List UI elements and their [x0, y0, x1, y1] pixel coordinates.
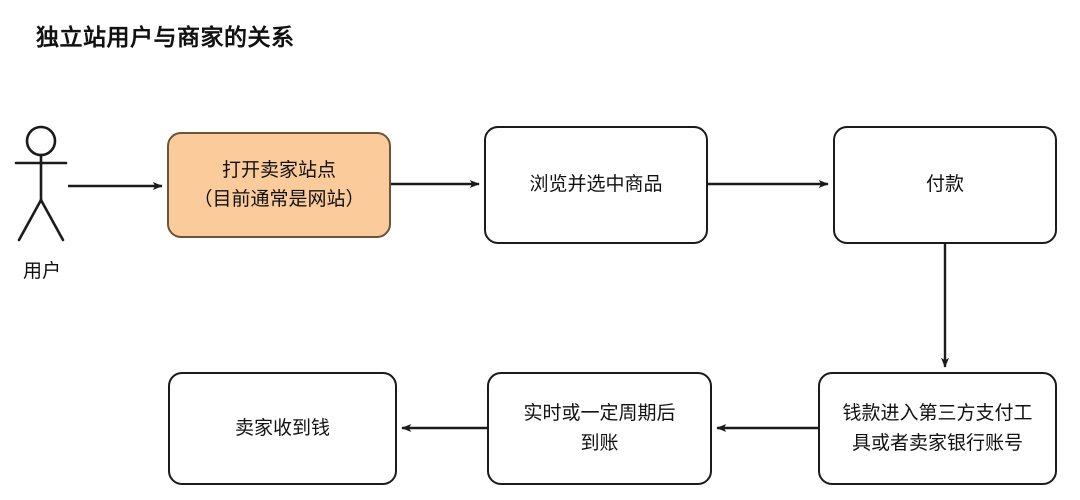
flow-node-label: 打开卖家站点 — [221, 159, 336, 181]
flow-node-seller-receives-money[interactable]: 卖家收到钱 — [168, 372, 397, 485]
stick-figure-icon — [14, 125, 68, 242]
flow-node-funds-to-third-party[interactable]: 钱款进入第三方支付工具或者卖家银行账号 — [818, 372, 1057, 485]
flow-node-label: 实时或一定周期后 — [523, 403, 676, 425]
flow-node-label: 付款 — [925, 174, 964, 196]
flow-node-open-seller-site[interactable]: 打开卖家站点 （目前通常是网站） — [167, 132, 391, 238]
page-title: 独立站用户与商家的关系 — [36, 24, 295, 50]
actor-label: 用户 — [22, 261, 61, 282]
flow-node-browse-and-select[interactable]: 浏览并选中商品 — [484, 126, 708, 244]
flow-node-label: （目前通常是网站） — [193, 189, 365, 210]
flow-node-settlement-timing[interactable]: 实时或一定周期后到账 — [487, 372, 712, 485]
flow-node-pay[interactable]: 付款 — [833, 126, 1057, 244]
flow-node-label: 到账 — [580, 432, 619, 454]
flow-node-label: 钱款进入第三方支付工 — [842, 403, 1033, 425]
flow-node-label: 具或者卖家银行账号 — [851, 432, 1023, 454]
flow-node-label: 卖家收到钱 — [234, 417, 330, 439]
flow-node-label: 浏览并选中商品 — [529, 174, 663, 196]
